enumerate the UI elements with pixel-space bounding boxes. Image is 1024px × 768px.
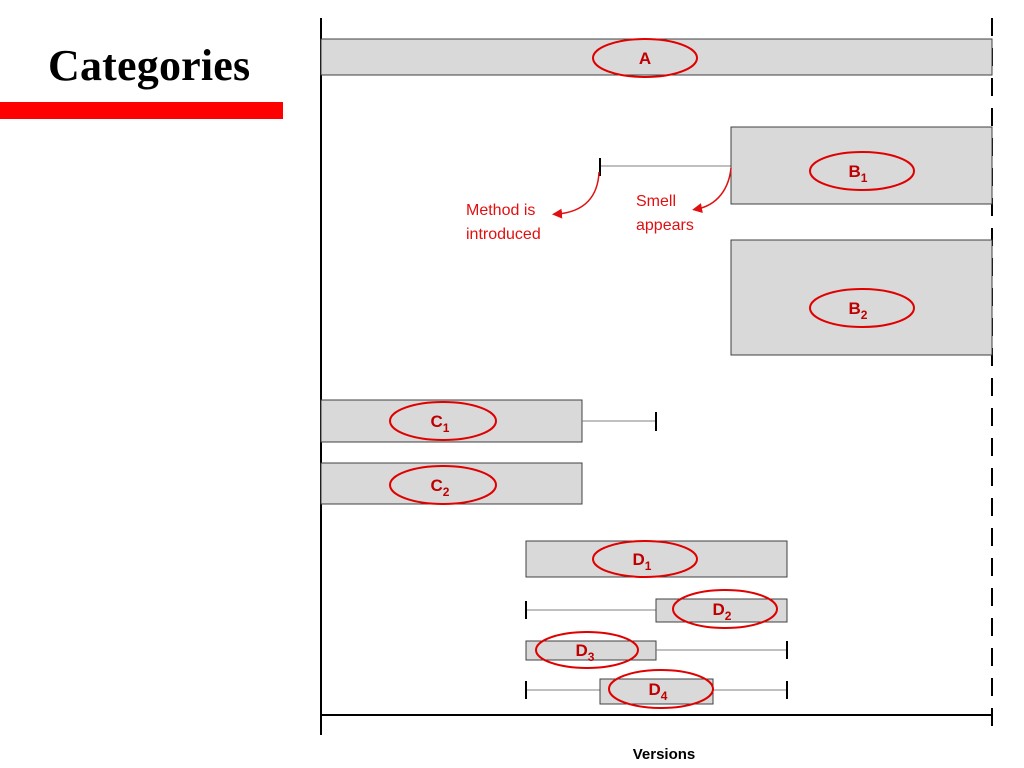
category-d2-label: D2: [713, 600, 732, 623]
category-d4-oval: [608, 669, 714, 709]
category-d1-bar: [525, 540, 788, 578]
category-b1-oval: [809, 151, 915, 191]
method-introduced-note: Method is introduced: [466, 202, 541, 243]
category-d3-label: D3: [576, 641, 595, 664]
x-axis-label: Versions: [633, 746, 696, 763]
category-d3-oval: [535, 631, 639, 669]
category-c2-label: C2: [431, 476, 450, 499]
smell-appears-arrow: [692, 167, 732, 213]
category-a-label: A: [639, 49, 651, 68]
category-c1-bar: [320, 399, 583, 443]
category-c2-oval: [389, 465, 497, 505]
category-b1-bar: [730, 126, 993, 205]
category-b2-bar: [730, 239, 993, 356]
category-b1-label: B1: [849, 162, 868, 185]
category-d2-bar: [655, 598, 788, 623]
slide-title: Categories: [48, 41, 251, 90]
title-accent-bar: [0, 102, 283, 119]
category-c1-oval: [389, 401, 497, 441]
category-d1-oval: [592, 540, 698, 578]
category-c2-bar: [320, 462, 583, 505]
category-a-bar: [320, 38, 993, 76]
category-b2-oval: [809, 288, 915, 328]
category-b2-label: B2: [849, 299, 868, 322]
category-c1-label: C1: [431, 412, 450, 435]
category-d2-oval: [672, 589, 778, 629]
category-d1-label: D1: [633, 550, 652, 573]
category-d4-label: D4: [649, 680, 668, 703]
category-a-oval: [592, 38, 698, 78]
method-introduced-arrow: [552, 171, 600, 219]
smell-appears-note: Smell appears: [636, 193, 694, 234]
